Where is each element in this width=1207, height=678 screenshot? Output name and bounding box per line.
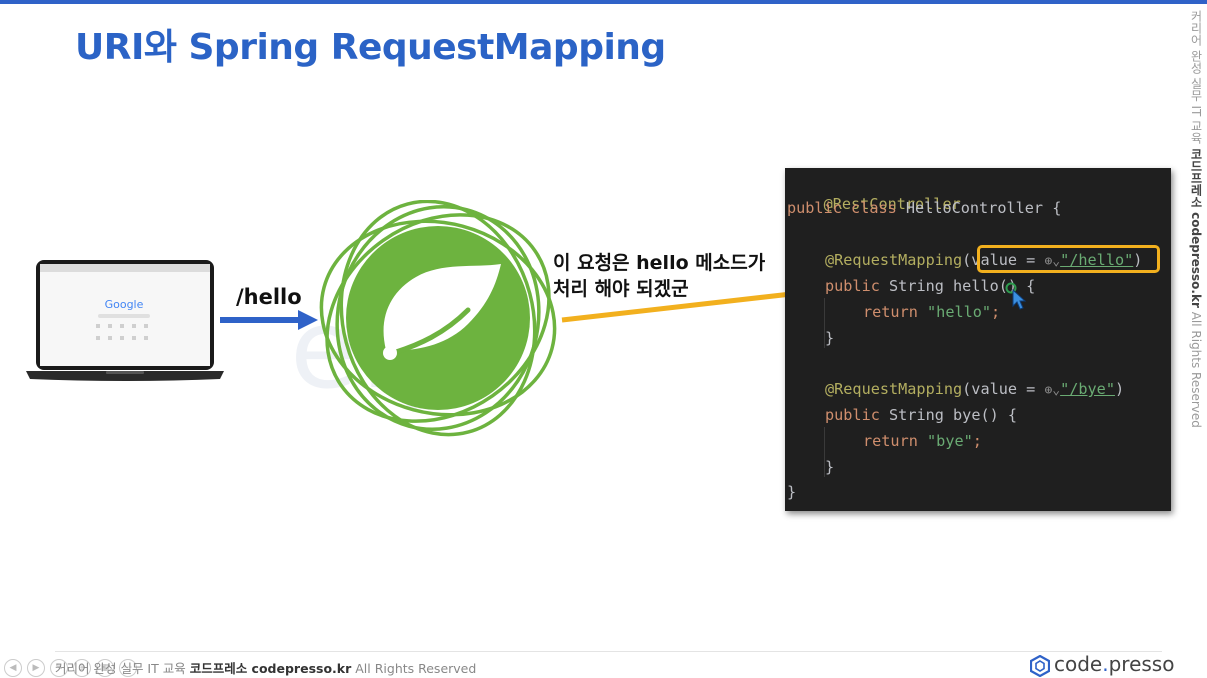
footer-prefix: 커리어 완성 실무 IT 교육 <box>55 661 186 676</box>
indent-guide <box>824 298 825 348</box>
code-text: ) <box>1133 251 1143 269</box>
slide-nav-controls: ◀ ▶ ✎ ⊕ ▦ ⋯ <box>4 657 142 677</box>
grid-view-icon[interactable]: ▦ <box>96 659 114 677</box>
code-line-1: @RestController <box>787 171 961 213</box>
code-string: "hello" <box>927 303 992 321</box>
value-highlight-box <box>977 245 1160 273</box>
code-string: "/bye" <box>1060 380 1115 398</box>
globe-icon: ⊕⌄ <box>1044 383 1061 398</box>
code-text: ; <box>991 303 1001 321</box>
code-editor-panel: @RestController public class HelloContro… <box>785 168 1171 511</box>
code-keyword: public <box>787 199 842 217</box>
side-copyright-suffix: All Rights Reserved <box>1189 311 1203 428</box>
code-text: ; <box>972 432 982 450</box>
footer-divider <box>55 651 1162 652</box>
pen-tool-icon[interactable]: ✎ <box>50 659 68 677</box>
code-text: String hello() { <box>889 277 1036 295</box>
prev-slide-icon[interactable]: ◀ <box>4 659 22 677</box>
code-annotation: @RequestMapping <box>825 251 963 269</box>
side-copyright-prefix: 커리어 완성 실무 IT 교육 <box>1189 10 1203 145</box>
globe-icon: ⊕⌄ <box>1044 254 1061 269</box>
request-arrow <box>220 310 318 330</box>
footer-copyright: 커리어 완성 실무 IT 교육 코드프레소 codepresso.kr All … <box>55 658 476 677</box>
code-line-9: return "bye"; <box>863 430 982 452</box>
code-line-7: @RequestMapping(value = ⊕⌄"/bye") <box>825 378 1124 400</box>
indent-guide <box>824 427 825 477</box>
top-accent-bar <box>0 0 1207 4</box>
callout-line-2: 처리 해야 되겠군 <box>553 278 689 300</box>
laptop-icon: Google <box>26 260 224 381</box>
hexagon-logo-icon <box>1030 654 1050 677</box>
callout-line-1: 이 요청은 hello 메소드가 <box>553 252 766 274</box>
code-line-2: public class HelloController { <box>787 197 1061 219</box>
laptop-screen-google: Google <box>105 298 144 311</box>
brand-dot: . <box>1102 652 1109 676</box>
code-text: } <box>825 329 835 347</box>
footer-brand: 코드프레소 codepresso.kr <box>189 661 352 676</box>
zoom-icon[interactable]: ⊕ <box>73 659 91 677</box>
code-line-10: } <box>825 456 834 478</box>
next-slide-icon[interactable]: ▶ <box>27 659 45 677</box>
slide-title: URI와 Spring RequestMapping <box>75 27 666 68</box>
route-label: /hello <box>236 285 302 309</box>
code-line-6: } <box>825 327 834 349</box>
code-line-8: public String bye() { <box>825 404 1017 426</box>
code-annotation: @RestController <box>823 195 961 213</box>
brand-logo: code.presso <box>1030 652 1174 677</box>
code-keyword: public <box>825 277 880 295</box>
code-text: (value = <box>962 380 1045 398</box>
code-text: String bye() { <box>889 406 1018 424</box>
code-text: } <box>825 458 835 476</box>
brand-name: code <box>1054 652 1103 676</box>
code-keyword: class <box>851 199 897 217</box>
spring-leaf-logo <box>319 200 557 437</box>
footer-suffix: All Rights Reserved <box>355 661 477 676</box>
code-string: "/hello" <box>1060 251 1134 269</box>
code-text: } <box>787 483 797 501</box>
code-line-5: return "hello"; <box>863 301 1000 323</box>
code-text: ) <box>1114 380 1125 398</box>
code-keyword: return <box>863 303 918 321</box>
code-keyword: return <box>863 432 918 450</box>
code-line-3: @RequestMapping(value = ⊕⌄"/hello") <box>825 249 1142 271</box>
side-copyright-brand: 코드프레소 codepresso.kr <box>1189 147 1203 308</box>
code-line-4: public String hello() { <box>825 275 1035 297</box>
code-string: "bye" <box>927 432 973 450</box>
more-options-icon[interactable]: ⋯ <box>119 659 137 677</box>
callout-text: 이 요청은 hello 메소드가 처리 해야 되겠군 <box>553 250 765 302</box>
code-line-11: } <box>787 481 796 503</box>
side-copyright: 커리어 완성 실무 IT 교육 코드프레소 codepresso.kr All … <box>1181 10 1205 430</box>
code-text: (value = <box>962 251 1045 269</box>
code-text: HelloController { <box>905 199 1062 217</box>
code-keyword: public <box>825 406 880 424</box>
mouse-cursor-icon <box>1005 282 1027 310</box>
brand-suffix: presso <box>1108 652 1175 676</box>
code-annotation: @RequestMapping <box>825 380 963 398</box>
